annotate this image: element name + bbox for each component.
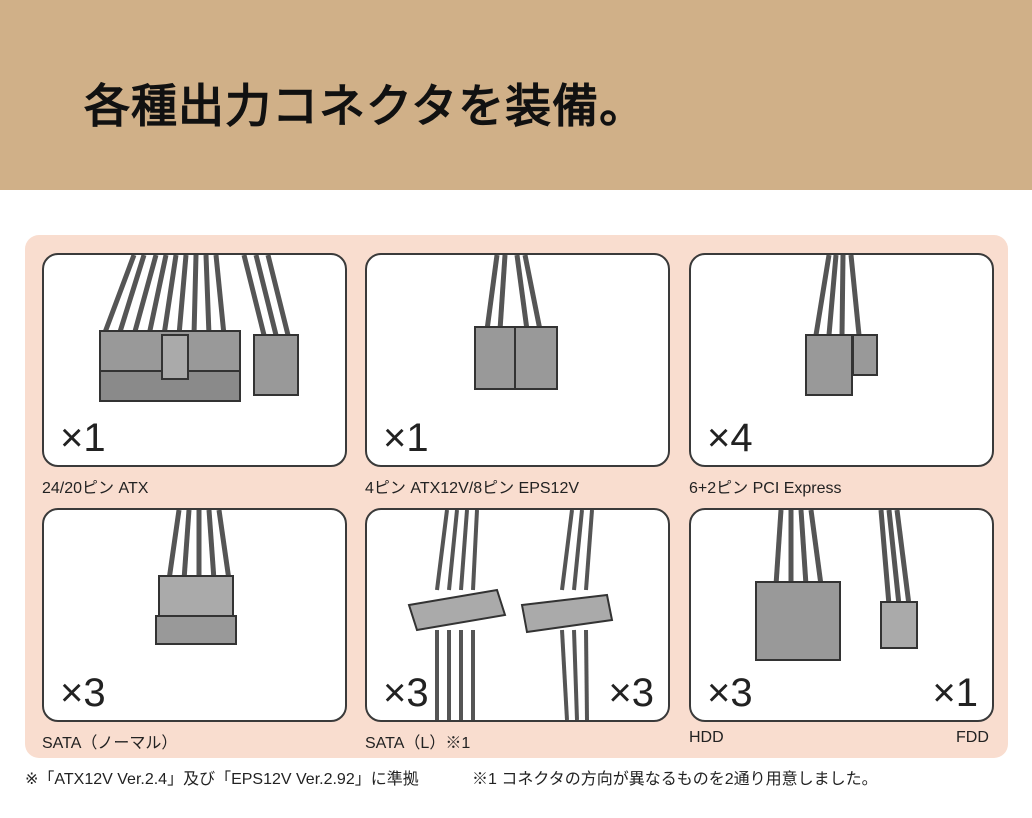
card-sata-normal: ×3	[42, 508, 347, 722]
molex-fdd-connector-icon	[755, 510, 918, 661]
count-text: ×3	[60, 671, 106, 715]
sata-connector-icon	[155, 510, 237, 645]
card-sata-l: ×3 ×3	[365, 508, 670, 722]
sata-l-connector-icon	[407, 510, 614, 720]
count-text: ×4	[707, 416, 753, 460]
count-text: ×3	[707, 671, 753, 715]
banner-title: 各種出力コネクタを装備。	[84, 79, 647, 133]
connector-label: HDD	[689, 729, 724, 746]
connector-label: 4ピン ATX12V/8ピン EPS12V	[365, 480, 580, 497]
card-atx: ×1	[42, 253, 347, 467]
connector-label-2: FDD	[956, 729, 989, 746]
connector-label: 6+2ピン PCI Express	[689, 480, 842, 497]
footnote-1: ※1 コネクタの方向が異なるものを2通り用意しました。	[472, 771, 878, 788]
eps12v-connector-icon	[474, 255, 558, 390]
header-banner: 各種出力コネクタを装備。	[0, 0, 1032, 190]
footnote-compliance: ※「ATX12V Ver.2.4」及び「EPS12V Ver.2.92」に準拠	[25, 771, 419, 788]
card-hdd-fdd: ×3 ×1	[689, 508, 994, 722]
count-text: ×3	[383, 671, 429, 715]
atx-connector-icon	[99, 255, 299, 402]
connector-label: 24/20ピン ATX	[42, 480, 149, 497]
connector-label: SATA（ノーマル）	[42, 735, 178, 752]
count-text: ×1	[60, 416, 106, 460]
count-text-2: ×3	[608, 671, 654, 715]
count-text-2: ×1	[932, 671, 978, 715]
connector-label: SATA（L）※1	[365, 735, 471, 752]
count-text: ×1	[383, 416, 429, 460]
card-eps12v: ×1	[365, 253, 670, 467]
pcie-connector-icon	[805, 255, 878, 396]
card-pcie: ×4	[689, 253, 994, 467]
